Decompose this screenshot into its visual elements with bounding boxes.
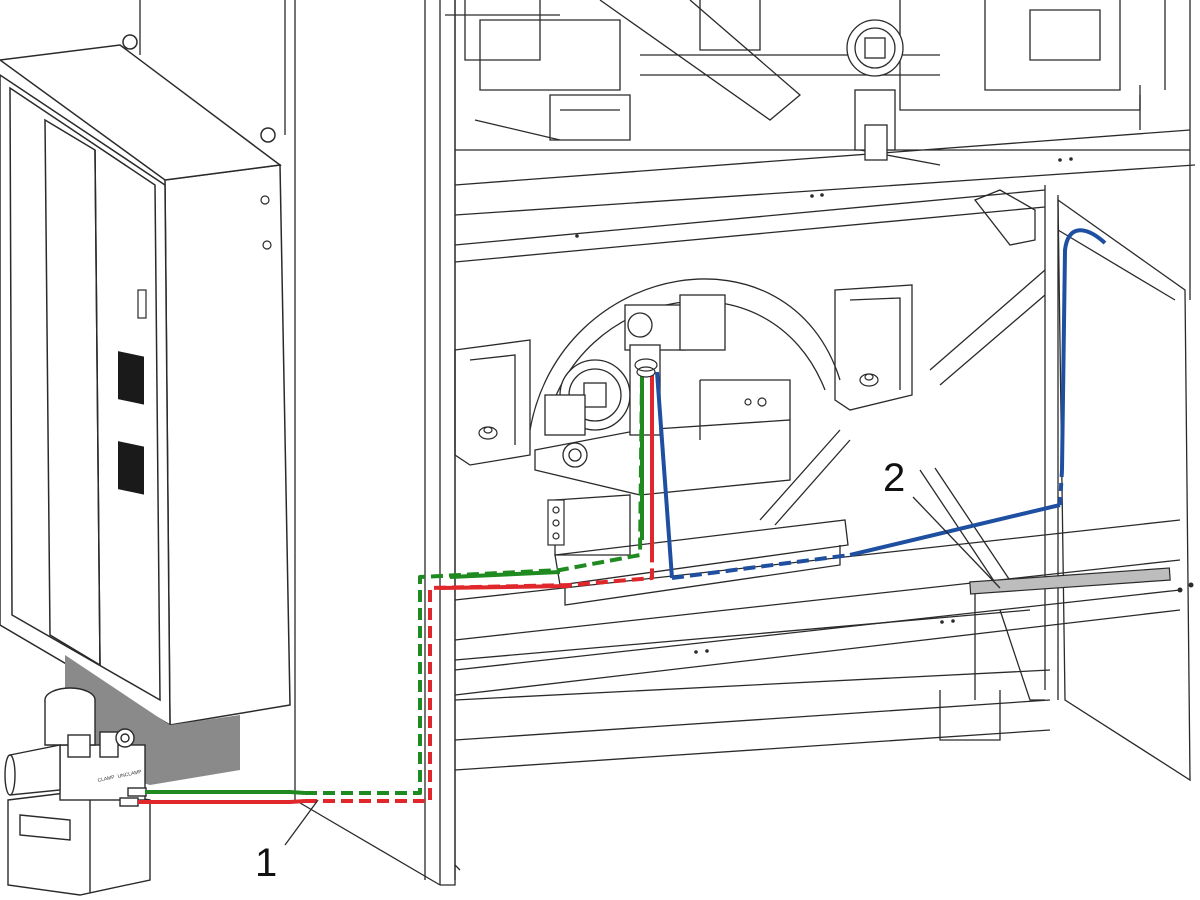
hose-blue-line <box>655 228 1107 580</box>
callout-leaders <box>284 496 1001 846</box>
servo-motor-icon <box>624 294 726 436</box>
cabinet-vent-upper <box>118 351 144 405</box>
hydraulic-pump-unit <box>4 687 151 896</box>
hose-fittings <box>634 358 658 378</box>
leader-1 <box>284 799 319 846</box>
rivet-dots <box>575 157 1194 654</box>
machine-frame <box>139 0 1196 886</box>
hose-clamp-green <box>145 374 644 795</box>
electrical-cabinet <box>0 34 291 727</box>
callout-label-2: 2 <box>883 456 906 500</box>
top-motor-icon <box>846 19 904 161</box>
leader-2 <box>912 496 1001 589</box>
rotary-motor-icon <box>544 359 631 468</box>
cabinet-vent-lower <box>118 441 144 495</box>
pump-port-label-clamp: CLAMP <box>97 774 116 784</box>
pump-port-label-unclamp: UNCLAMP <box>117 769 143 780</box>
guide-rail <box>969 567 1171 595</box>
callout-label-1: 1 <box>255 841 278 885</box>
cabinet-latch <box>137 289 147 319</box>
mounting-bracket <box>547 499 565 546</box>
hose-unclamp-red <box>138 375 654 804</box>
rotary-assembly <box>454 269 1046 606</box>
cabinet-side-holes <box>260 195 272 250</box>
bushing-icons <box>478 373 879 440</box>
